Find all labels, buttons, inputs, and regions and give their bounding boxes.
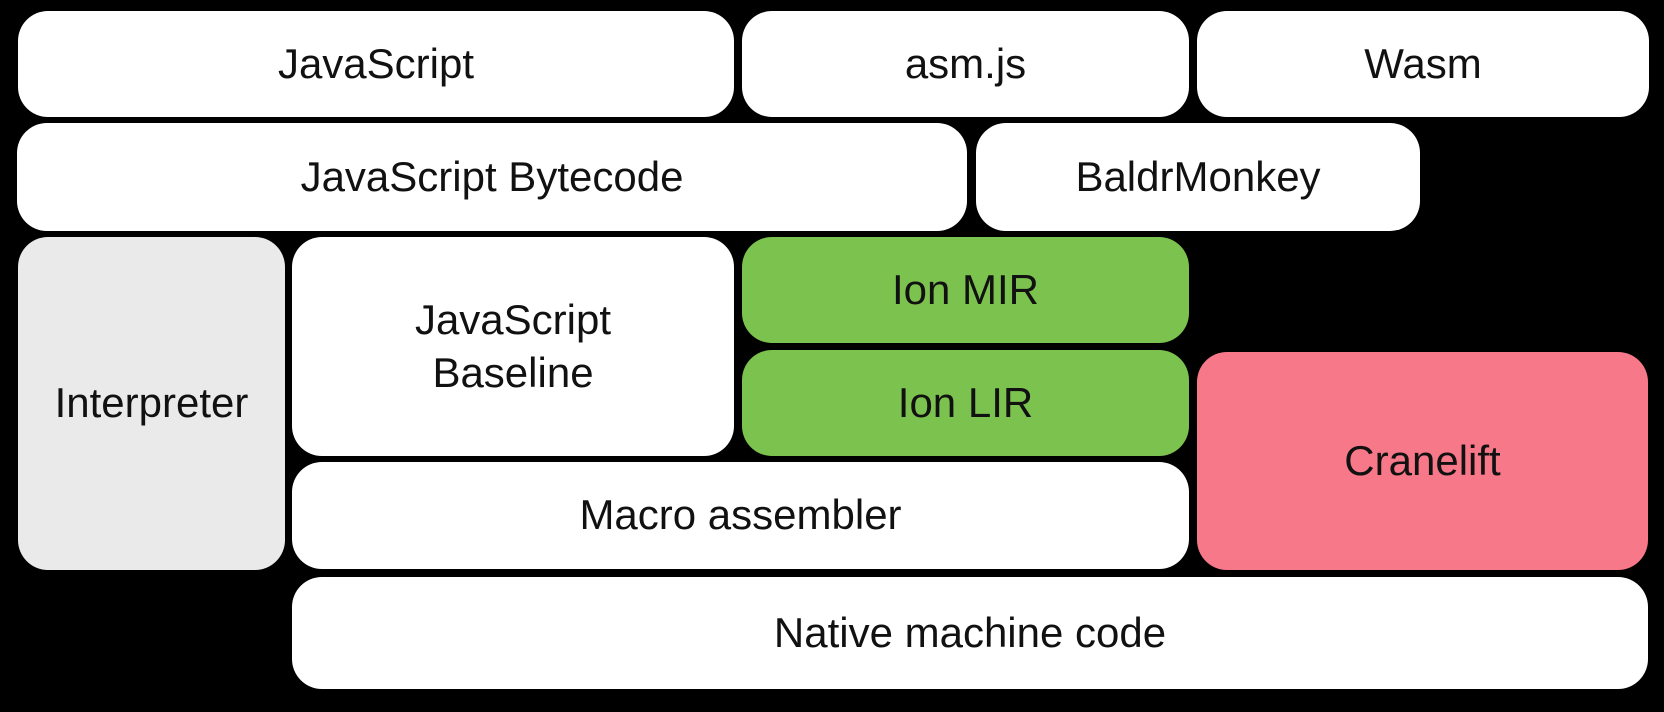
node-cranelift: Cranelift [1197,352,1648,570]
node-wasm: Wasm [1197,11,1649,117]
node-macro-assembler: Macro assembler [292,462,1189,569]
node-javascript-label: JavaScript [277,39,475,87]
node-javascript: JavaScript [18,11,734,117]
node-ion-lir: Ion LIR [742,350,1189,456]
node-cranelift-label: Cranelift [1344,436,1501,484]
node-macro-assembler-label: Macro assembler [579,491,902,539]
node-asmjs-label: asm.js [904,39,1027,87]
node-baldrmonkey: BaldrMonkey [976,123,1420,231]
node-javascript-baseline-label-line1: JavaScript [414,296,612,343]
node-baldrmonkey-label: BaldrMonkey [1075,152,1321,200]
node-ion-mir-label: Ion MIR [891,265,1040,313]
node-interpreter-label: Interpreter [54,379,249,427]
node-javascript-baseline-label-line2: Baseline [432,348,594,396]
node-interpreter: Interpreter [18,237,285,570]
node-asmjs: asm.js [742,11,1189,117]
node-wasm-label: Wasm [1364,39,1482,87]
node-ion-lir-label: Ion LIR [897,378,1034,426]
node-javascript-baseline: JavaScript Baseline [292,237,734,456]
node-native-machine-code: Native machine code [292,577,1648,689]
node-javascript-bytecode: JavaScript Bytecode [17,123,967,231]
node-javascript-bytecode-label: JavaScript Bytecode [300,152,684,200]
node-native-machine-code-label: Native machine code [773,608,1167,656]
node-ion-mir: Ion MIR [742,237,1189,343]
